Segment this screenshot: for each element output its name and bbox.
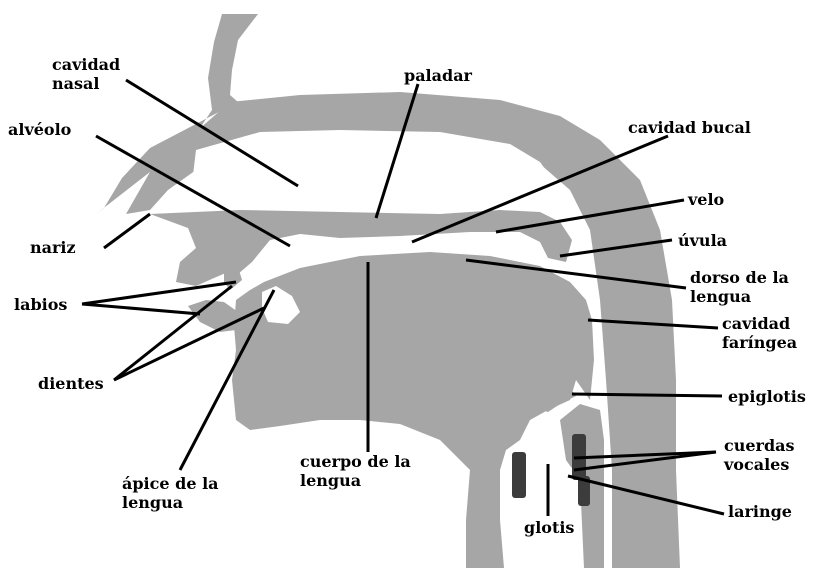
label-paladar: paladar <box>404 66 472 85</box>
label-labios: labios <box>14 295 67 314</box>
label-epiglotis: epiglotis <box>728 387 806 406</box>
vocal-cord-left <box>512 452 526 498</box>
label-cavidad-faringea: cavidad faríngea <box>722 314 812 352</box>
label-cuerpo-lengua: cuerpo de la lengua <box>300 452 430 490</box>
label-apice-lengua: ápice de la lengua <box>122 474 232 512</box>
label-laringe: laringe <box>728 502 792 521</box>
label-cuerdas-vocales: cuerdas vocales <box>724 436 808 474</box>
label-dientes: dientes <box>38 374 104 393</box>
leader-nariz <box>104 214 150 248</box>
label-cavidad-bucal: cavidad bucal <box>628 118 751 137</box>
leader-epiglotis <box>572 394 722 396</box>
label-alveolo: alvéolo <box>8 120 71 139</box>
label-uvula: úvula <box>678 231 727 250</box>
leader-labios-2 <box>82 304 200 314</box>
label-nariz: nariz <box>30 238 76 257</box>
label-velo: velo <box>688 190 724 209</box>
label-dorso-lengua: dorso de la lengua <box>690 268 790 306</box>
label-cavidad-nasal: cavidad nasal <box>52 55 132 93</box>
label-glotis: glotis <box>524 518 574 537</box>
